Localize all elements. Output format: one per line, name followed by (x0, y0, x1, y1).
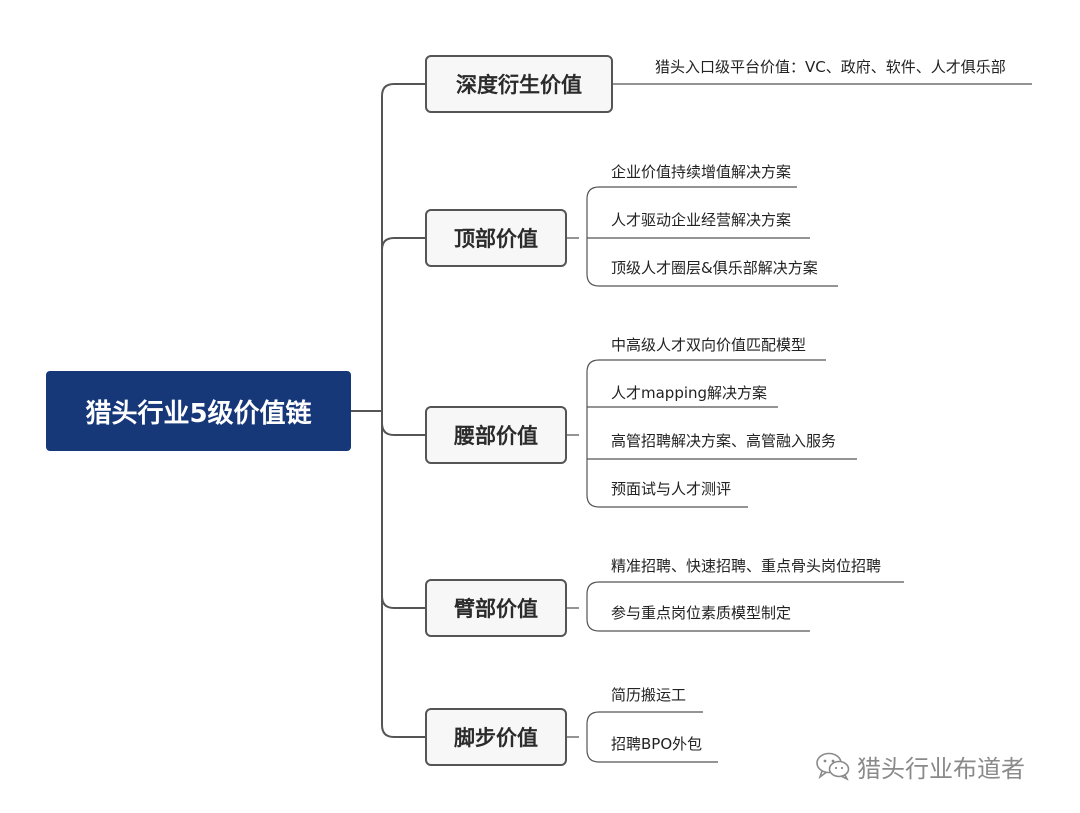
leaf-item: 简历搬运工 (611, 686, 687, 704)
leaf-line-3-1 (586, 359, 826, 373)
branch-connector-4 (381, 595, 425, 609)
leaf-line-5-1 (586, 711, 703, 725)
branch-label: 顶部价值 (454, 227, 538, 251)
leaf-bracket-5 (567, 724, 600, 763)
branch-label: 腰部价值 (454, 424, 538, 448)
trunk-line (381, 83, 395, 738)
leaf-item: 顶级人才圈层&俱乐部解决方案 (611, 259, 818, 277)
leaf-bracket-4 (567, 594, 600, 632)
leaf-item: 企业价值持续增值解决方案 (611, 163, 792, 181)
leaf-bracket-2 (567, 199, 600, 287)
leaf-line-4-1 (586, 581, 904, 595)
branch-node-waist[interactable]: 腰部价值 (425, 406, 567, 464)
leaf-item: 人才mapping解决方案 (611, 384, 768, 402)
leaf-item: 人才驱动企业经营解决方案 (611, 211, 792, 229)
leaf-line-2-1 (586, 186, 797, 200)
branch-node-foot[interactable]: 脚步价值 (425, 708, 567, 766)
branch-label: 脚步价值 (454, 726, 538, 750)
branch-node-arm[interactable]: 臂部价值 (425, 579, 567, 637)
leaf-item: 高管招聘解决方案、高管融入服务 (611, 432, 837, 450)
branch-label: 深度衍生价值 (456, 73, 582, 97)
branch-connector-3 (381, 422, 425, 436)
leaf-bracket-3 (567, 372, 600, 508)
leaf-item: 猎头入口级平台价值：VC、政府、软件、人才俱乐部 (655, 58, 1006, 76)
watermark-text: 猎头行业布道者 (857, 754, 1025, 783)
root-label: 猎头行业5级价值链 (85, 398, 312, 429)
branch-node-deep-derivative[interactable]: 深度衍生价值 (425, 55, 613, 113)
branch-connector-2 (381, 237, 425, 251)
branch-node-top[interactable]: 顶部价值 (425, 209, 567, 267)
wechat-icon (816, 752, 850, 781)
leaf-item: 参与重点岗位素质模型制定 (611, 604, 792, 622)
watermark: 猎头行业布道者 (815, 749, 1025, 783)
leaf-item: 中高级人才双向价值匹配模型 (611, 336, 807, 354)
branch-label: 臂部价值 (454, 597, 538, 621)
leaf-item: 精准招聘、快速招聘、重点骨头岗位招聘 (611, 557, 882, 575)
leaf-item: 招聘BPO外包 (611, 735, 703, 753)
leaf-item: 预面试与人才测评 (611, 480, 732, 498)
root-node[interactable]: 猎头行业5级价值链 (46, 371, 351, 451)
